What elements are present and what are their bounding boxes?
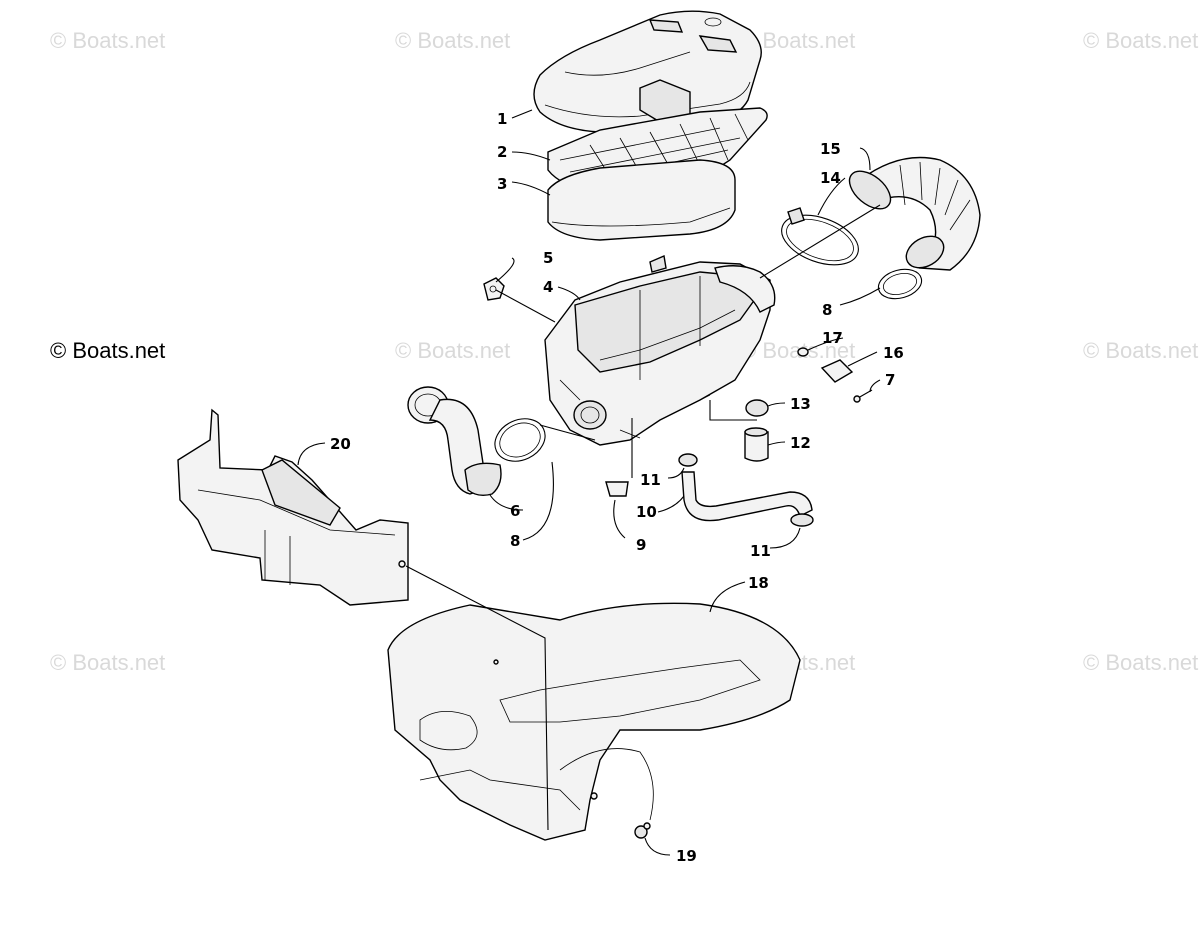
watermark: © Boats.net xyxy=(395,338,511,363)
hose-clamp-8b xyxy=(877,268,923,300)
callout-13: 13 xyxy=(790,395,811,413)
callout-9: 9 xyxy=(636,536,646,554)
watermark: © Boats.net xyxy=(50,650,166,675)
callout-2: 2 xyxy=(497,143,507,161)
hose-clamp-8a xyxy=(494,418,546,462)
clamp-13 xyxy=(745,399,769,417)
drain-plug-12 xyxy=(744,427,769,462)
shield-panel xyxy=(177,408,409,606)
callout-19: 19 xyxy=(676,847,697,865)
hose-clamp-11a xyxy=(678,453,698,467)
leader-lines xyxy=(297,109,881,856)
air-filter-element xyxy=(547,159,736,241)
callout-5: 5 xyxy=(543,249,553,267)
air-box-cover xyxy=(533,10,762,133)
callout-15: 15 xyxy=(820,140,841,158)
callout-8a: 8 xyxy=(822,301,832,319)
watermark: © Boats.net xyxy=(395,28,511,53)
callout-12: 12 xyxy=(790,434,811,452)
intake-elbow xyxy=(407,386,502,497)
callout-16: 16 xyxy=(883,344,904,362)
callout-20: 20 xyxy=(330,435,351,453)
callout-8b: 8 xyxy=(510,532,520,550)
callout-6: 6 xyxy=(510,502,520,520)
callout-10: 10 xyxy=(636,503,657,521)
callout-labels: 1 2 3 4 5 6 7 8 8 9 10 11 11 12 13 14 15… xyxy=(330,110,904,865)
callout-11b: 11 xyxy=(750,542,771,560)
clip-5 xyxy=(483,277,505,301)
watermark: © Boats.net xyxy=(50,28,166,53)
hose-clamp-11b xyxy=(790,513,814,527)
watermark: © Boats.net xyxy=(1083,28,1199,53)
watermark: © Boats.net xyxy=(1083,650,1199,675)
watermark: © Boats.net xyxy=(1083,338,1199,363)
skid-plate xyxy=(387,602,801,841)
screw-7 xyxy=(853,389,873,403)
grommet-16 xyxy=(820,359,854,383)
intake-boot xyxy=(848,156,981,271)
callout-17: 17 xyxy=(822,329,843,347)
callout-3: 3 xyxy=(497,175,507,193)
callout-18: 18 xyxy=(748,574,769,592)
hose-clamp-14 xyxy=(781,207,859,266)
callout-4: 4 xyxy=(543,278,553,296)
callout-14: 14 xyxy=(820,169,841,187)
vent-hose-10 xyxy=(681,471,813,522)
callout-1: 1 xyxy=(497,110,507,128)
air-box-housing xyxy=(544,255,776,446)
watermark-main: © Boats.net xyxy=(50,338,166,363)
callout-11a: 11 xyxy=(640,471,661,489)
spacer-17 xyxy=(797,347,809,357)
callout-7: 7 xyxy=(885,371,895,389)
bolt-19 xyxy=(634,822,651,839)
fitting-9 xyxy=(605,481,629,497)
